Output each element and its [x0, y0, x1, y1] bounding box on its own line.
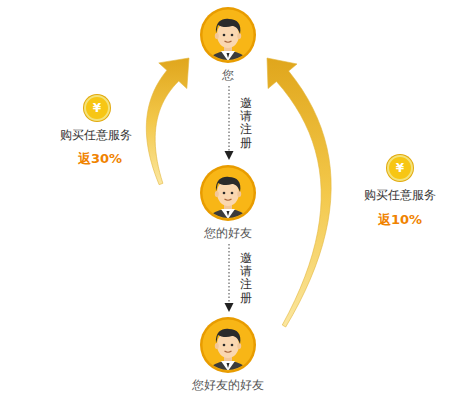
- person-node: 您好友的好友: [192, 316, 264, 392]
- connector: [225, 244, 234, 312]
- person-label: 您: [222, 68, 234, 82]
- rebate-rate: 返30%: [78, 151, 122, 166]
- connector: [146, 58, 189, 185]
- edge-label: 邀请注册: [240, 97, 252, 150]
- rebate-rate: 返10%: [378, 212, 422, 227]
- avatar-picture: [199, 316, 257, 374]
- arrow-head: [225, 151, 234, 160]
- person-node: 您: [199, 6, 257, 82]
- coin-icon: ¥: [387, 155, 413, 181]
- edge-label: 邀请注册: [240, 252, 252, 305]
- avatar-picture: [199, 6, 257, 64]
- curved-arrow: [267, 58, 331, 327]
- dotted-line: [229, 86, 230, 153]
- person-label: 您好友的好友: [192, 378, 264, 392]
- dotted-line: [229, 244, 230, 305]
- person-label: 您的好友: [204, 226, 252, 240]
- service-note: 购买任意服务: [60, 128, 132, 143]
- service-note: 购买任意服务: [364, 188, 436, 203]
- person-node: 您的好友: [199, 164, 257, 240]
- connector: [267, 58, 331, 327]
- avatar-picture: [199, 164, 257, 222]
- coin-icon: ¥: [84, 95, 110, 121]
- connector: [225, 86, 234, 160]
- curved-arrow: [146, 58, 189, 185]
- arrow-head: [225, 303, 234, 312]
